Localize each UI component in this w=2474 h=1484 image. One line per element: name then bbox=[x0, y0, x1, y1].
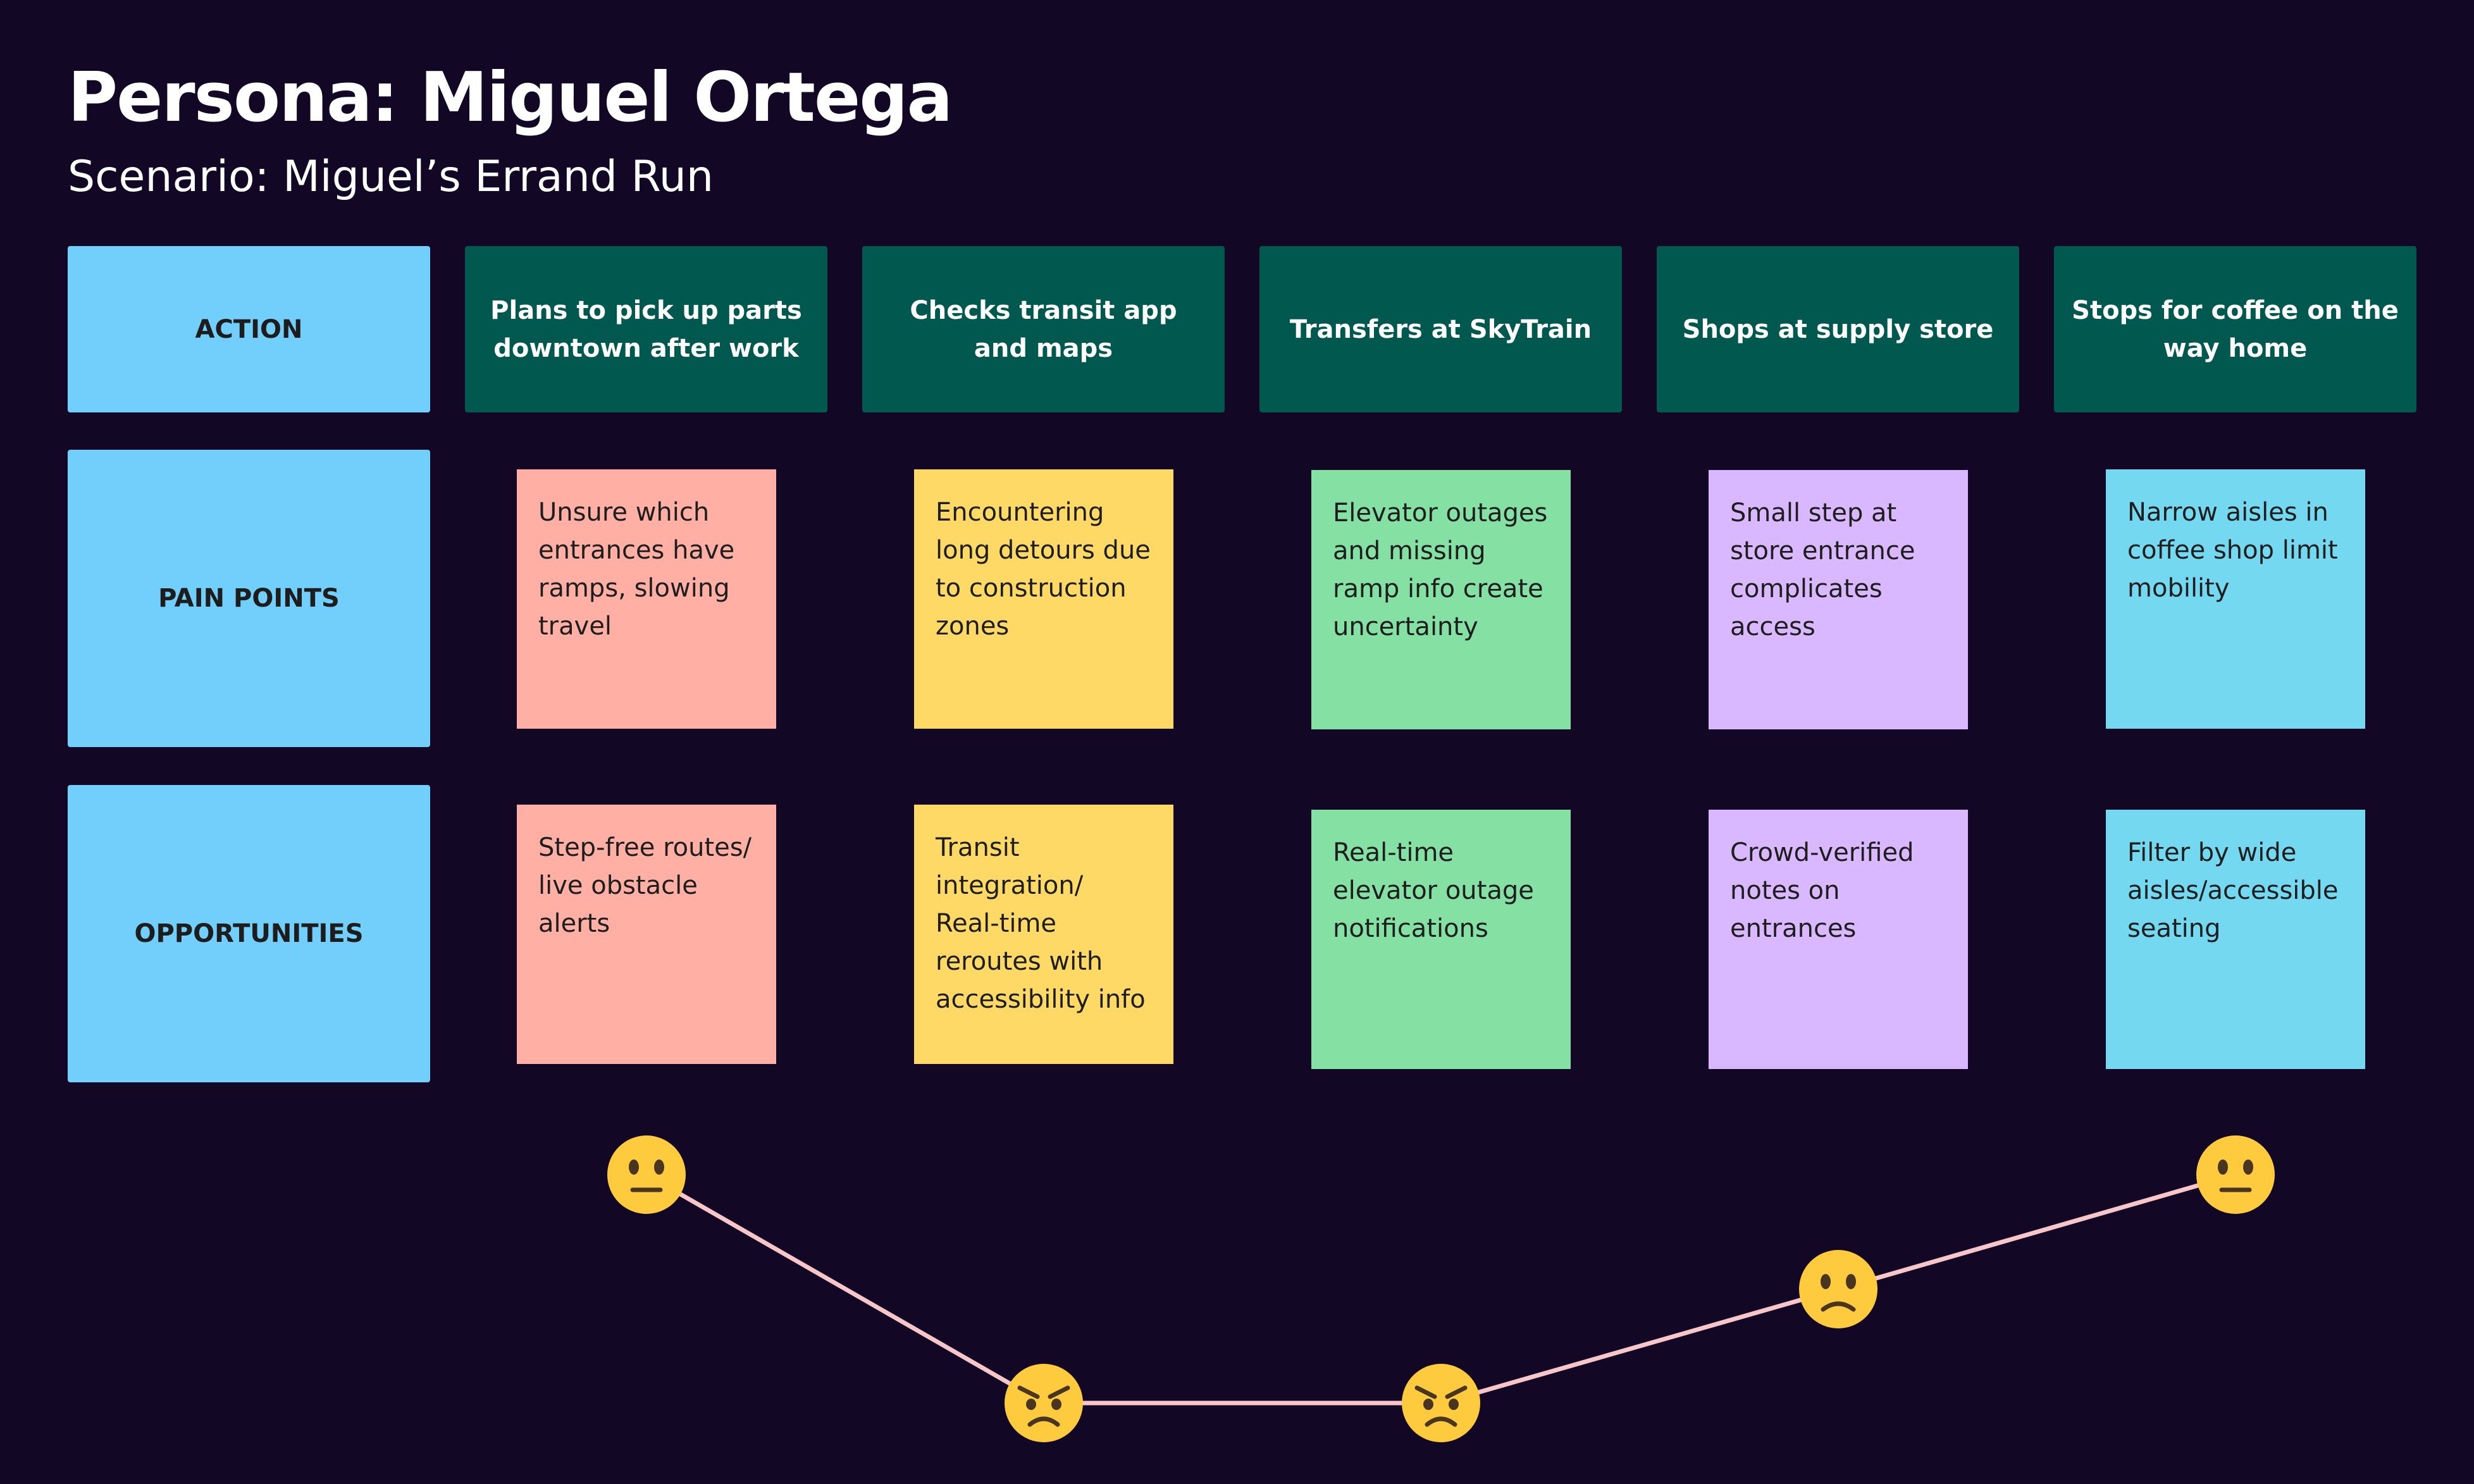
action-card: Checks transit app and maps bbox=[862, 246, 1225, 412]
opportunity-sticky: Transit integration/ Real-time reroutes … bbox=[914, 805, 1173, 1064]
action-card: Stops for coffee on the way home bbox=[2054, 246, 2416, 412]
neutral-face-icon bbox=[2196, 1135, 2275, 1214]
pain-point-sticky: Small step at store entrance complicates… bbox=[1709, 470, 1968, 729]
row-label-action: ACTION bbox=[68, 246, 430, 412]
angry-face-icon bbox=[1005, 1364, 1083, 1442]
opportunity-sticky: Step-free routes/ live obstacle alerts bbox=[517, 805, 776, 1064]
pain-point-sticky: Elevator outages and missing ramp info c… bbox=[1311, 470, 1571, 729]
pain-point-sticky: Encountering long detours due to constru… bbox=[914, 469, 1173, 729]
pain-point-sticky: Narrow aisles in coffee shop limit mobil… bbox=[2106, 469, 2365, 729]
row-label-pain-points: PAIN POINTS bbox=[68, 450, 430, 747]
opportunity-sticky: Crowd-verified notes on entrances bbox=[1709, 810, 1968, 1069]
neutral-face-icon bbox=[607, 1135, 686, 1214]
slightly-frowning-face-icon bbox=[1799, 1250, 1877, 1328]
opportunity-sticky: Real-time elevator outage notifications bbox=[1311, 810, 1571, 1069]
action-card: Shops at supply store bbox=[1657, 246, 2019, 412]
row-label-opportunities: OPPORTUNITIES bbox=[68, 785, 430, 1082]
persona-title: Persona: Miguel Ortega bbox=[68, 58, 953, 137]
scenario-subtitle: Scenario: Miguel’s Errand Run bbox=[68, 152, 714, 202]
pain-point-sticky: Unsure which entrances have ramps, slowi… bbox=[517, 469, 776, 729]
opportunity-sticky: Filter by wide aisles/accessible seating bbox=[2106, 810, 2365, 1069]
angry-face-icon bbox=[1402, 1364, 1480, 1442]
action-card: Plans to pick up parts downtown after wo… bbox=[465, 246, 827, 412]
action-card: Transfers at SkyTrain bbox=[1259, 246, 1622, 412]
